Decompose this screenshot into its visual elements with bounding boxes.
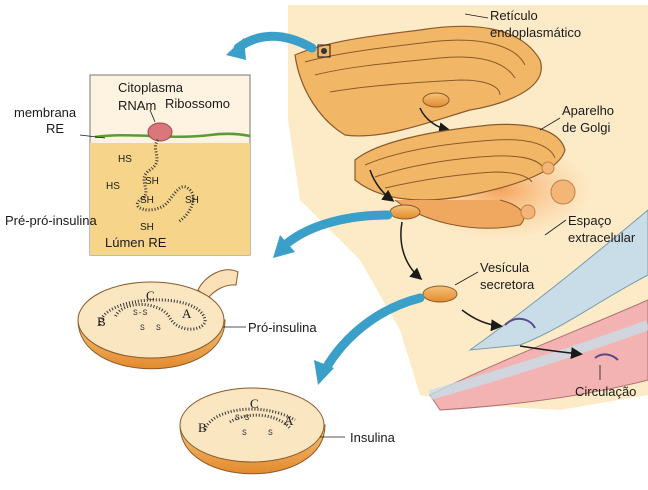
label-golgi-2: de Golgi — [562, 120, 611, 135]
label-rnam: RNAm — [118, 98, 156, 113]
label-citoplasma: Citoplasma — [118, 80, 184, 95]
transport-vesicle — [423, 93, 449, 107]
label-pre-pro-insulina: Pré-pró-insulina — [5, 213, 98, 228]
chain-b-label: B — [97, 314, 106, 329]
label-reticulo: Retículo — [490, 8, 538, 23]
label-espaco: Espaço — [568, 213, 611, 228]
blue-arrow-to-zoom — [238, 36, 312, 48]
insulin-chain-a-label: A — [284, 413, 294, 428]
label-ribossomo: Ribossomo — [165, 96, 230, 111]
label-circulacao: Circulação — [575, 384, 636, 399]
insulin-chain-b-label: B — [198, 420, 207, 435]
label-membrana: membrana — [14, 105, 77, 120]
label-vesicula: Vesícula — [480, 260, 530, 275]
pro-insulin-granule: B C A S-S S S — [78, 270, 238, 369]
sulfur-label: S — [156, 324, 161, 333]
thiol-label-6: SH — [140, 222, 154, 233]
sulfur-label: S — [140, 324, 145, 333]
chain-c-label: C — [146, 288, 155, 303]
ribosome — [148, 123, 172, 141]
thiol-label-1: HS — [118, 154, 132, 165]
golgi-vesicle — [390, 205, 420, 219]
label-insulina: Insulina — [350, 430, 396, 445]
insulin-granule: B C A S-S S S — [180, 388, 325, 474]
insulin-sulfur-label: S — [268, 429, 273, 438]
label-reticulo-2: endoplasmático — [490, 25, 581, 40]
secretory-vesicle — [423, 286, 457, 302]
thiol-label-2: SH — [145, 176, 159, 187]
label-golgi: Aparelho — [562, 103, 614, 118]
insulin-sulfur-label: S — [242, 429, 247, 438]
thiol-label-4: SH — [140, 195, 154, 206]
thiol-label-5: SH — [185, 195, 199, 206]
label-lumen-re: Lúmen RE — [105, 235, 167, 250]
chain-a-label: A — [182, 306, 192, 321]
insulin-chain-c-label: C — [250, 396, 259, 411]
label-re: RE — [46, 121, 64, 136]
label-espaco-2: extracelular — [568, 230, 636, 245]
label-pro-insulina: Pró-insulina — [248, 320, 317, 335]
label-vesicula-2: secretora — [480, 277, 535, 292]
insulin-disulfide-label: S-S — [235, 414, 250, 423]
disulfide-label: S-S — [133, 309, 148, 318]
thiol-label-3: HS — [106, 181, 120, 192]
